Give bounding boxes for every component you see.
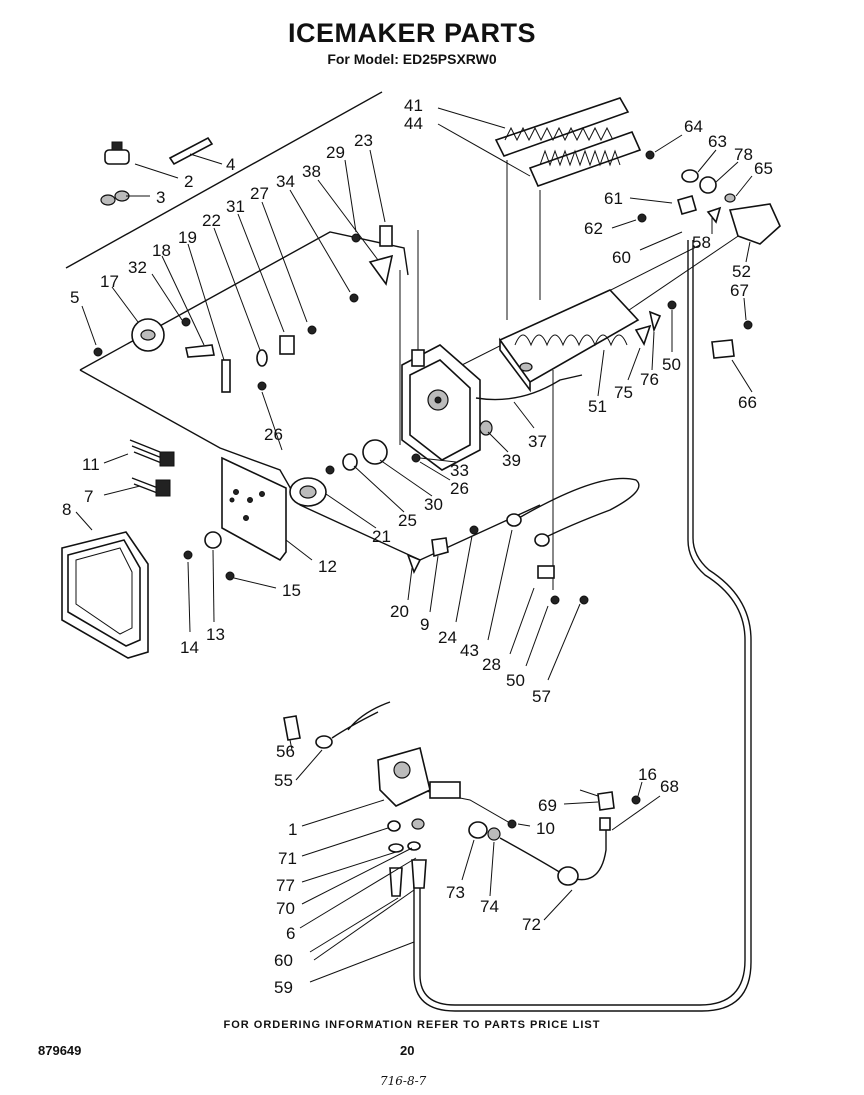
ejector-blades	[494, 97, 642, 188]
callout-43: 43	[460, 641, 479, 660]
hardware-parts	[93, 136, 781, 897]
support-plate	[221, 456, 287, 562]
callout-21: 21	[372, 527, 391, 546]
callout-11: 11	[82, 455, 100, 474]
callout-77: 77	[276, 876, 295, 895]
model-subtitle: For Model: ED25PSXRW0	[327, 51, 497, 67]
callout-39: 39	[502, 451, 521, 470]
control-housing	[401, 344, 481, 471]
callout-50: 50	[662, 355, 681, 374]
callout-78: 78	[734, 145, 753, 164]
document-number: 879649	[38, 1043, 82, 1058]
callout-17: 17	[100, 272, 119, 291]
callout-31: 31	[226, 197, 245, 216]
callout-61: 61	[604, 189, 623, 208]
callout-67: 67	[730, 281, 749, 300]
callout-15: 15	[282, 581, 301, 600]
callout-51: 51	[588, 397, 607, 416]
ordering-note: FOR ORDERING INFORMATION REFER TO PARTS …	[223, 1019, 601, 1031]
callout-26: 26	[450, 479, 469, 498]
callout-33: 33	[450, 461, 469, 480]
callout-3: 3	[156, 188, 165, 207]
callout-68: 68	[660, 777, 679, 796]
callout-30: 30	[424, 495, 443, 514]
callout-28: 28	[482, 655, 501, 674]
callout-23: 23	[354, 131, 373, 150]
callout-72: 72	[522, 915, 541, 934]
callout-70: 70	[276, 899, 295, 918]
callout-55: 55	[274, 771, 293, 790]
callout-44: 44	[404, 114, 423, 133]
water-fill-tube	[413, 240, 752, 1012]
callout-74: 74	[480, 897, 499, 916]
callout-60: 60	[612, 248, 631, 267]
callout-labels: 41 44 23 29 38 34 27 31 22 19 18 32 17 5…	[62, 96, 773, 997]
callout-25: 25	[398, 511, 417, 530]
callout-14: 14	[180, 638, 199, 657]
callout-38: 38	[302, 162, 321, 181]
callout-24: 24	[438, 628, 457, 647]
callout-52: 52	[732, 262, 751, 281]
callout-1: 1	[288, 820, 297, 839]
callout-37: 37	[528, 432, 547, 451]
leader-arrows	[75, 107, 753, 983]
callout-26b: 26	[264, 425, 283, 444]
callout-58: 58	[692, 233, 711, 252]
callout-34: 34	[276, 172, 295, 191]
callout-7: 7	[84, 487, 93, 506]
callout-41: 41	[404, 96, 423, 115]
callout-27: 27	[250, 184, 269, 203]
callout-69: 69	[538, 796, 557, 815]
callout-2: 2	[184, 172, 193, 191]
callout-32: 32	[128, 258, 147, 277]
callout-73: 73	[446, 883, 465, 902]
callout-20: 20	[390, 602, 409, 621]
callout-9: 9	[420, 615, 429, 634]
callout-18: 18	[152, 241, 171, 260]
callout-64: 64	[684, 117, 703, 136]
ice-mold	[498, 289, 640, 393]
callout-57: 57	[532, 687, 551, 706]
callout-6: 6	[286, 924, 295, 943]
callout-5: 5	[70, 288, 79, 307]
callout-10: 10	[536, 819, 555, 838]
callout-71: 71	[278, 849, 297, 868]
callout-8: 8	[62, 500, 71, 519]
page-number: 20	[400, 1043, 415, 1058]
callout-16: 16	[638, 765, 657, 784]
callout-60b: 60	[274, 951, 293, 970]
callout-22: 22	[202, 211, 221, 230]
callout-56: 56	[276, 742, 295, 761]
handwritten-note: 716-8-7	[380, 1074, 427, 1088]
callout-63: 63	[708, 132, 727, 151]
callout-76: 76	[640, 370, 659, 389]
callout-29: 29	[326, 143, 345, 162]
callout-12: 12	[318, 557, 337, 576]
callout-62: 62	[584, 219, 603, 238]
callout-19: 19	[178, 228, 197, 247]
front-cover	[61, 531, 149, 659]
callout-65: 65	[754, 159, 773, 178]
callout-4: 4	[226, 155, 235, 174]
callout-66: 66	[738, 393, 757, 412]
callout-50b: 50	[506, 671, 525, 690]
callout-13: 13	[206, 625, 225, 644]
callout-75: 75	[614, 383, 633, 402]
page-title: ICEMAKER PARTS	[287, 18, 536, 48]
callout-59: 59	[274, 978, 293, 997]
